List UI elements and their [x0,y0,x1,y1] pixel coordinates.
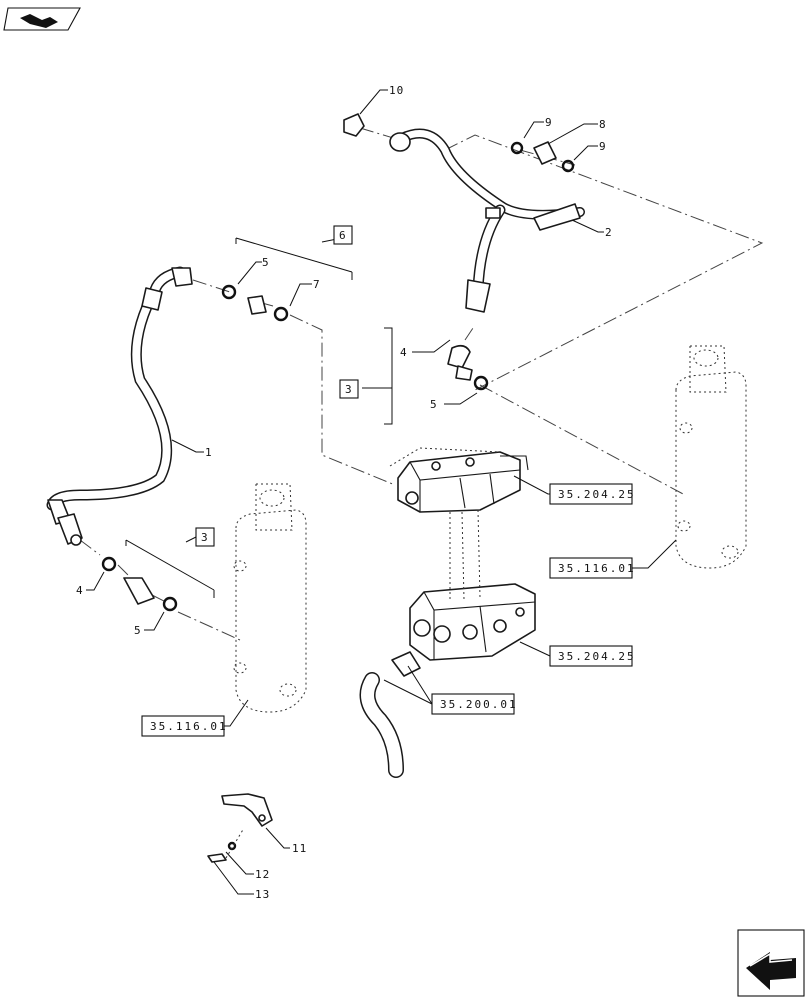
boxed-callout-6[interactable]: 6 [333,225,353,245]
ref-box-valve-lower[interactable]: 35.204.25 [549,645,636,667]
callout-5-mid: 5 [430,398,438,411]
boxed-callout-3-upper[interactable]: 3 [339,379,359,399]
ref-box-valve-upper[interactable]: 35.204.25 [549,483,636,505]
callout-9-top: 9 [545,116,553,129]
ref-box-fitting[interactable]: 35.200.01 [431,693,518,715]
callout-7: 7 [313,278,321,291]
svg-text:6: 6 [339,229,347,242]
callout-4-lower: 4 [76,584,84,597]
svg-text:35.116.01: 35.116.01 [150,720,228,733]
callout-11: 11 [292,842,307,855]
cylinder-left [233,483,307,713]
next-page-arrow-icon[interactable] [737,929,805,997]
callout-13: 13 [255,888,270,901]
callout-5-lower: 5 [134,624,142,637]
assembly-lines [79,127,764,641]
svg-text:35.204.25: 35.204.25 [558,650,636,663]
leader-lines [86,89,677,895]
lower-hose-fitting [359,651,421,778]
callout-12: 12 [255,868,270,881]
callout-5-top: 5 [262,256,270,269]
svg-text:35.204.25: 35.204.25 [558,488,636,501]
callout-10: 10 [389,84,404,97]
lever-bracket [207,793,273,863]
tube-assembly-2 [389,128,585,313]
ref-box-cylinder-left[interactable]: 35.116.01 [141,715,228,737]
ref-bracket-3-upper [362,327,393,425]
ref-box-cylinder-right[interactable]: 35.116.01 [549,557,636,579]
callout-2: 2 [605,226,613,239]
svg-text:35.116.01: 35.116.01 [558,562,636,575]
callout-1: 1 [205,446,213,459]
cylinder-right [675,345,747,569]
callout-4-upper: 4 [400,346,408,359]
control-valve-upper [389,447,529,513]
hose-assembly-1 [46,266,193,546]
svg-text:3: 3 [345,383,353,396]
fittings-top [101,113,575,612]
callout-labels: 10 9 8 9 2 5 7 1 4 5 4 5 11 12 13 [76,84,613,901]
svg-text:3: 3 [201,531,209,544]
callout-9: 9 [599,140,607,153]
boxed-callout-3-lower[interactable]: 3 [195,527,215,547]
control-valve-lower [409,509,536,661]
svg-text:35.200.01: 35.200.01 [440,698,518,711]
callout-8: 8 [599,118,607,131]
book-navigation-icon[interactable] [3,7,81,31]
